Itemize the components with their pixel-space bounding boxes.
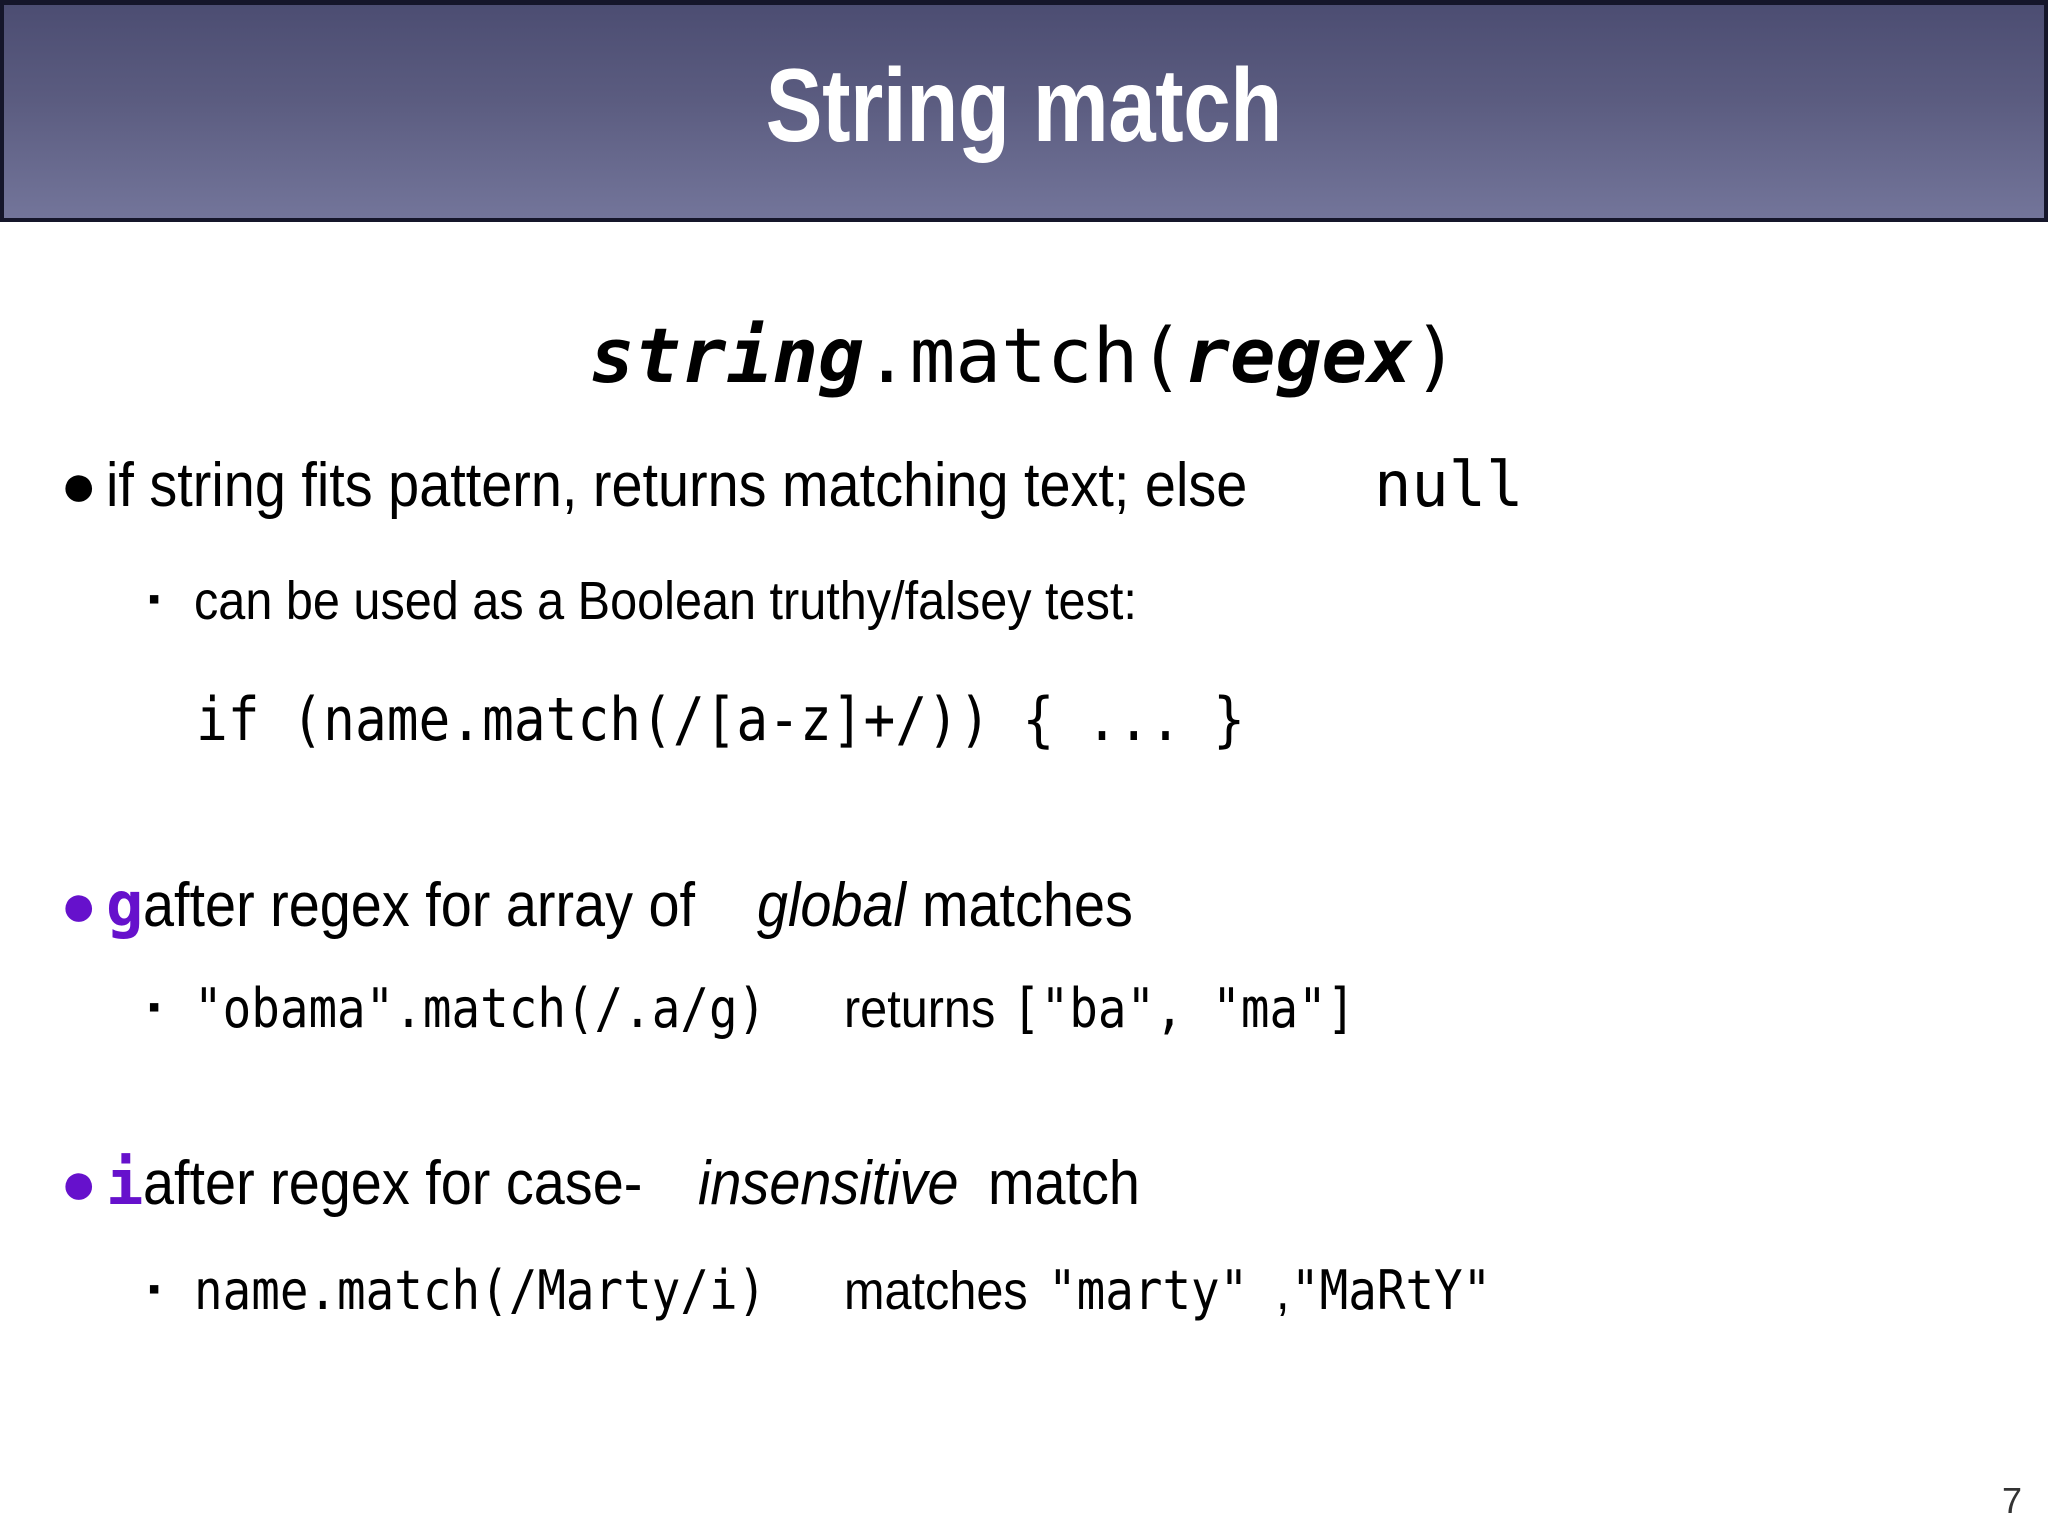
signature-param: regex <box>1184 311 1413 400</box>
signature-object: string <box>589 311 864 400</box>
code-if-statement: if (name.match(/[a-z]+/)) { ... } <box>196 685 1246 755</box>
list-item: ●i after regex for case-insensitive matc… <box>0 1152 1156 1215</box>
bullet-text-tail: match <box>987 1149 1140 1218</box>
bullet-text: matches <box>844 1261 1028 1321</box>
list-item: ▪ "obama".match(/.a/g) returns ["ba", "ma… <box>0 977 1402 1040</box>
list-item: ▪ name.match(/Marty/i) matches "marty", "… <box>0 1259 1518 1322</box>
slide-title-bar: String match <box>0 0 2048 222</box>
list-item: ▪ can be used as a Boolean truthy/falsey … <box>0 574 1242 628</box>
page-number: 7 <box>2001 1480 2022 1521</box>
signature-method: .match( <box>863 311 1185 400</box>
code-name-match-marty: name.match(/Marty/i) <box>194 1259 767 1322</box>
bullet-text: returns <box>844 979 996 1039</box>
bullet-square-icon: ▪ <box>148 1269 161 1308</box>
bullet-text-separator: , <box>1275 1261 1290 1321</box>
page-title: String match <box>765 47 1283 164</box>
list-item: ●if string fits pattern, returns matchin… <box>0 454 1523 517</box>
bullet-emphasis: insensitive <box>698 1149 959 1218</box>
bullet-emphasis: global <box>756 871 906 940</box>
bullet-dot-icon: ● <box>60 1149 98 1218</box>
bullet-square-icon: ▪ <box>148 579 161 618</box>
method-signature: string.match(regex) <box>0 318 2048 395</box>
code-obama-match: "obama".match(/.a/g) <box>194 977 767 1040</box>
code-match-marty-mixed: "MaRtY" <box>1290 1259 1492 1322</box>
bullet-dot-icon: ● <box>60 871 98 940</box>
regex-flag-g: g <box>106 868 144 941</box>
code-line: if (name.match(/[a-z]+/)) { ... } <box>0 690 1388 750</box>
bullet-square-icon: ▪ <box>148 987 161 1026</box>
signature-close-paren: ) <box>1412 311 1459 400</box>
inline-code-null: null <box>1374 448 1524 521</box>
bullet-text: after regex for case- <box>143 1149 643 1218</box>
bullet-dot-icon: ● <box>60 451 98 520</box>
slide-content: string.match(regex) ●if string fits patt… <box>0 222 2048 1536</box>
code-match-marty-lower: "marty" <box>1048 1259 1249 1322</box>
bullet-text: after regex for array of <box>143 871 696 940</box>
bullet-text: if string fits pattern, returns matching… <box>106 451 1248 520</box>
code-result-array: ["ba", "ma"] <box>1012 977 1356 1040</box>
regex-flag-i: i <box>106 1146 144 1219</box>
bullet-text-tail: matches <box>922 871 1134 940</box>
bullet-text: can be used as a Boolean truthy/falsey t… <box>194 571 1137 631</box>
list-item: ●g after regex for array of global match… <box>0 874 1157 937</box>
